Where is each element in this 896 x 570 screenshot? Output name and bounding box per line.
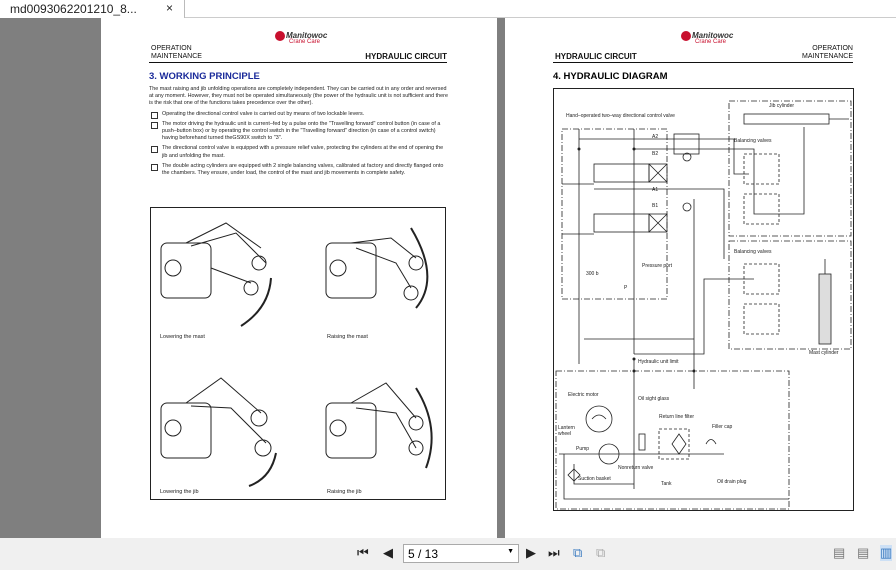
body-text: The mast raising and jib unfolding opera… — [149, 86, 449, 177]
diagram-label: B1 — [652, 203, 659, 209]
diagram-label: Oil sight glass — [638, 396, 670, 402]
diagram-label: Hand–operated two–way directional contro… — [566, 113, 675, 119]
figure-caption: Lowering the mast — [160, 334, 205, 340]
diagram-label: P — [624, 285, 628, 291]
tab-bar: md0093062201210_8... × — [0, 0, 896, 18]
diagram-label: 300 b — [586, 271, 599, 277]
header-left: HYDRAULIC CIRCUIT — [555, 52, 637, 61]
diagram-label: Oil drain plug — [717, 479, 747, 485]
bullet: The double acting cylinders are equipped… — [149, 163, 449, 177]
continuous-view-icon[interactable]: ▤ — [857, 545, 870, 560]
previous-page-icon[interactable]: ◀ — [383, 545, 393, 560]
diagram-label: Filler cap — [712, 424, 733, 430]
tab-title: md0093062201210_8... — [10, 2, 137, 16]
section-title: 4. HYDRAULIC DIAGRAM — [553, 71, 668, 82]
header-right: HYDRAULIC CIRCUIT — [365, 52, 447, 61]
hydraulic-diagram: Hand–operated two–way directional contro… — [553, 88, 854, 511]
valve-drawings — [160, 222, 433, 487]
lever-illustrations: Lowering the mast Raising the mast Lower… — [150, 207, 446, 500]
bullet: Operating the directional control valve … — [149, 111, 449, 119]
bullet: The motor driving the hydraulic unit is … — [149, 121, 449, 143]
diagram-label: Jib cylinder — [769, 103, 795, 109]
diagram-label: Balancing valves — [734, 249, 772, 255]
diagram-label: Nonreturn valve — [618, 465, 654, 471]
valve-drawing — [325, 227, 429, 309]
chevron-down-icon[interactable]: ▼ — [507, 548, 514, 555]
diagram-label: B2 — [652, 151, 659, 157]
valve-drawing — [325, 382, 433, 469]
first-page-icon[interactable]: ⏮ — [357, 545, 369, 560]
diagram-label: Tank — [661, 481, 672, 487]
last-page-icon[interactable]: ⏭ — [548, 545, 560, 560]
valve-drawing — [160, 222, 272, 327]
header-rule — [149, 62, 447, 63]
valve-drawing — [160, 377, 277, 487]
diagram-label: Pressure port — [642, 263, 673, 269]
close-icon[interactable]: × — [166, 1, 174, 15]
figure-caption: Raising the jib — [327, 489, 362, 495]
diagram-label: Pump — [576, 446, 590, 452]
header-rule — [553, 62, 853, 63]
go-back-view-icon[interactable]: ⧉ — [573, 545, 583, 560]
diagram-label: Hydraulic unit limit — [638, 359, 679, 365]
diagram-label: A1 — [652, 187, 659, 193]
diagram-label: Return line filter — [659, 414, 695, 420]
diagram-label: Mast cylinder — [809, 350, 839, 356]
figure-caption: Lowering the jib — [160, 489, 199, 495]
diagram-label: Electric motor — [568, 392, 599, 398]
two-page-view-icon[interactable]: ▥ — [880, 545, 893, 561]
section-title: 3. WORKING PRINCIPLE — [149, 71, 260, 82]
diagram-label: Lantern wheel — [558, 425, 575, 437]
diagram-label: A2 — [652, 134, 659, 140]
bullet: The directional control valve is equippe… — [149, 145, 449, 159]
figure-caption: Raising the mast — [327, 334, 368, 340]
document-tab[interactable]: md0093062201210_8... × — [0, 0, 185, 18]
single-page-view-icon[interactable]: ▤ — [833, 545, 846, 560]
page-number-select[interactable]: 5 / 13▼ — [403, 544, 519, 563]
hydraulic-schematic — [555, 100, 852, 510]
next-page-icon[interactable]: ▶ — [526, 545, 536, 560]
diagram-label: Balancing valves — [734, 138, 772, 144]
diagram-label: Suction basket — [578, 476, 611, 482]
go-forward-view-icon[interactable]: ⧉ — [596, 545, 606, 560]
